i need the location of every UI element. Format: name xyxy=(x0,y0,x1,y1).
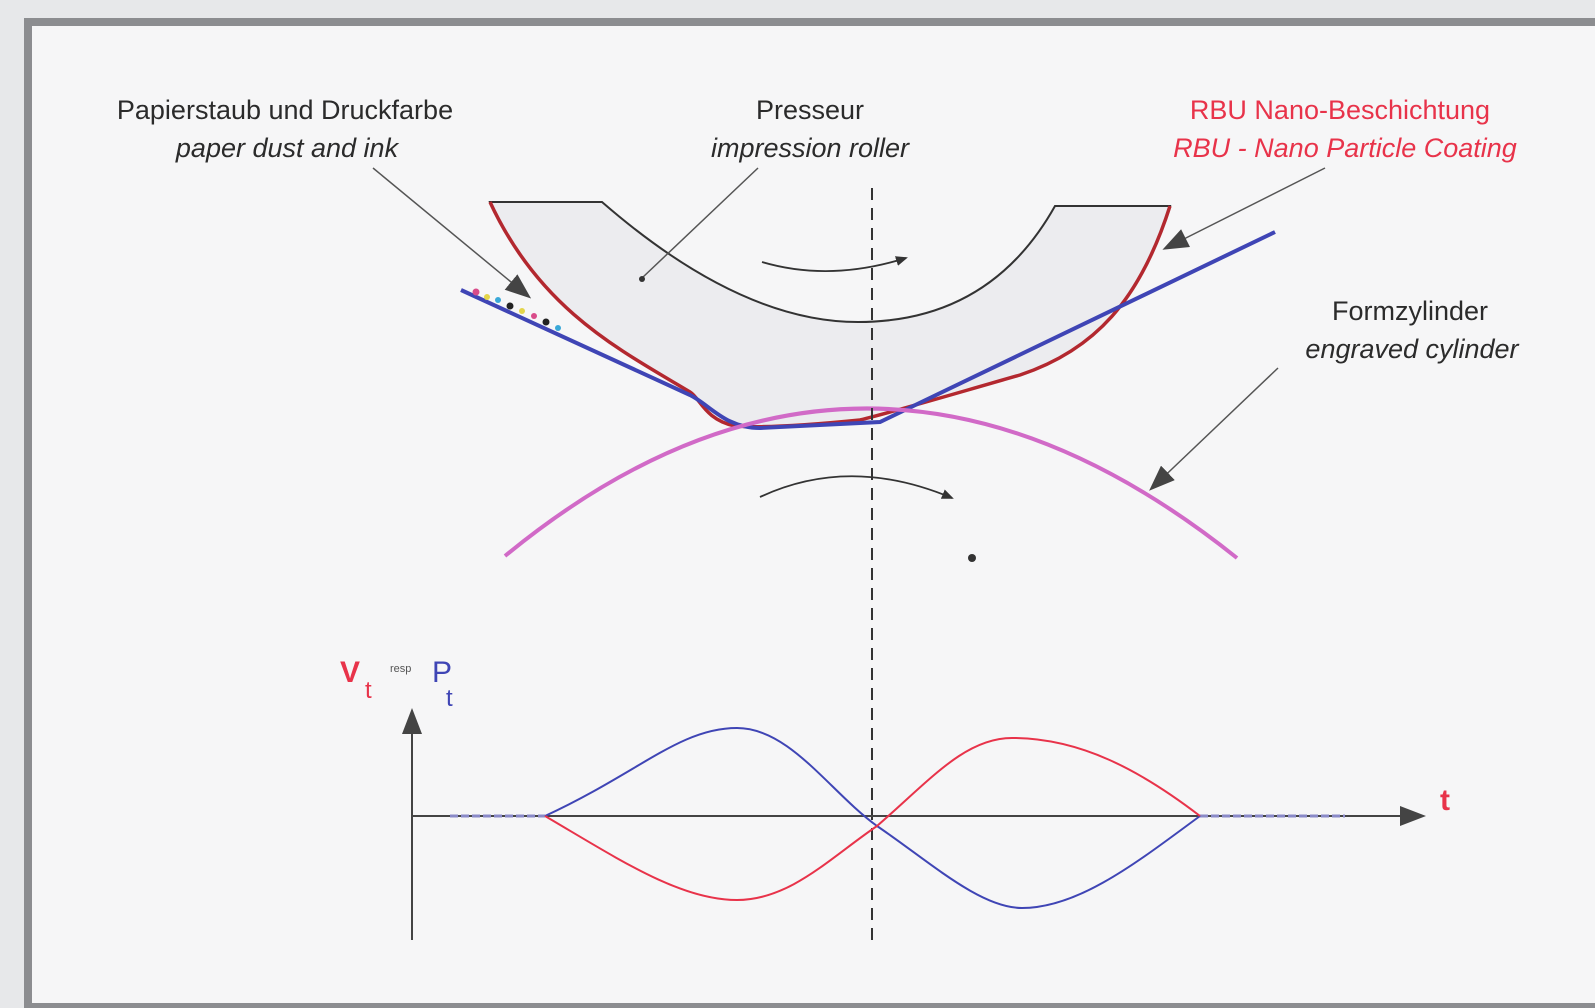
stray-dot xyxy=(968,554,976,562)
paper-dust-particles xyxy=(472,288,561,331)
presseur-label-en: impression roller xyxy=(711,133,910,163)
coating-label-de: RBU Nano-Beschichtung xyxy=(1190,95,1490,125)
t-axis-label: t xyxy=(1440,784,1450,817)
v-subscript: t xyxy=(365,677,372,704)
p-symbol: P xyxy=(432,656,452,689)
paper-web-line xyxy=(460,230,1276,431)
coating-label-en: RBU - Nano Particle Coating xyxy=(1173,133,1517,163)
engraved-cylinder xyxy=(503,406,1239,560)
cylinder-pointer xyxy=(1149,367,1279,491)
coating-pointer xyxy=(1162,167,1326,250)
panel-frame xyxy=(24,18,1595,1008)
dust-label-en: paper dust and ink xyxy=(175,133,400,163)
dust-label-de: Papierstaub und Druckfarbe xyxy=(117,95,453,125)
y-axis-label: V t resp P t xyxy=(340,656,453,712)
cylinder-rotation-arrow xyxy=(759,475,954,499)
roller-pointer-dot xyxy=(639,276,645,282)
velocity-curve xyxy=(544,736,1201,902)
v-symbol: V xyxy=(340,656,360,689)
roller-rotation-arrow xyxy=(761,256,908,272)
resp-text: resp xyxy=(390,663,411,675)
cylinder-label-de: Formzylinder xyxy=(1332,296,1488,326)
p-subscript: t xyxy=(446,685,453,712)
roller-pointer xyxy=(641,167,759,279)
dust-pointer xyxy=(372,167,532,299)
presseur-label-de: Presseur xyxy=(756,95,864,125)
cylinder-label-en: engraved cylinder xyxy=(1305,334,1519,364)
